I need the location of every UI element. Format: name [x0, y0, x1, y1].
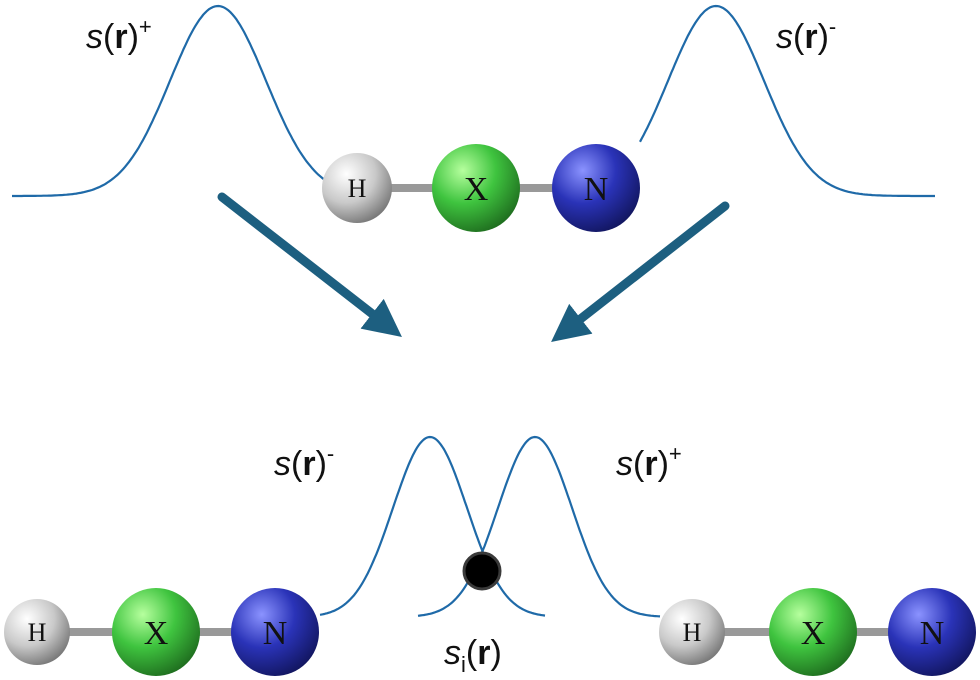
molecule-bottom-right: H X N [659, 588, 976, 676]
atom-h: H [322, 153, 392, 223]
bottom-left-curve [319, 435, 546, 617]
atom-n-label: N [584, 171, 609, 208]
atom-h-label: H [348, 174, 367, 203]
bottom-right-curve [417, 435, 661, 618]
label-intersection: si(r) [444, 634, 502, 677]
atom-n-label: N [920, 615, 945, 652]
label-bottom-right: s(r)+ [616, 441, 682, 483]
atom-n-label: N [263, 615, 288, 652]
atom-n: N [231, 588, 319, 676]
atom-h: H [4, 599, 70, 665]
atom-n: N [888, 588, 976, 676]
molecule-top: H X N [322, 144, 640, 232]
top-right-curve [639, 4, 935, 198]
intersection-point [464, 553, 500, 589]
atom-x-label: X [144, 615, 169, 652]
arrow-right [551, 201, 730, 342]
intersection-point-ring [462, 551, 502, 591]
atom-h-label: H [683, 618, 702, 647]
atom-x-label: X [464, 171, 489, 208]
atom-h-label: H [28, 618, 47, 647]
arrow-left [217, 192, 402, 337]
label-top-right: s(r)- [776, 14, 836, 56]
molecule-bottom-left: H X N [4, 588, 319, 676]
label-bottom-left: s(r)- [274, 441, 334, 483]
atom-x: X [769, 588, 857, 676]
atom-n: N [552, 144, 640, 232]
atom-h: H [659, 599, 725, 665]
atom-x-label: X [801, 615, 826, 652]
atom-x: X [112, 588, 200, 676]
top-left-curve [12, 4, 325, 198]
atom-x: X [432, 144, 520, 232]
label-top-left: s(r)+ [86, 14, 152, 56]
